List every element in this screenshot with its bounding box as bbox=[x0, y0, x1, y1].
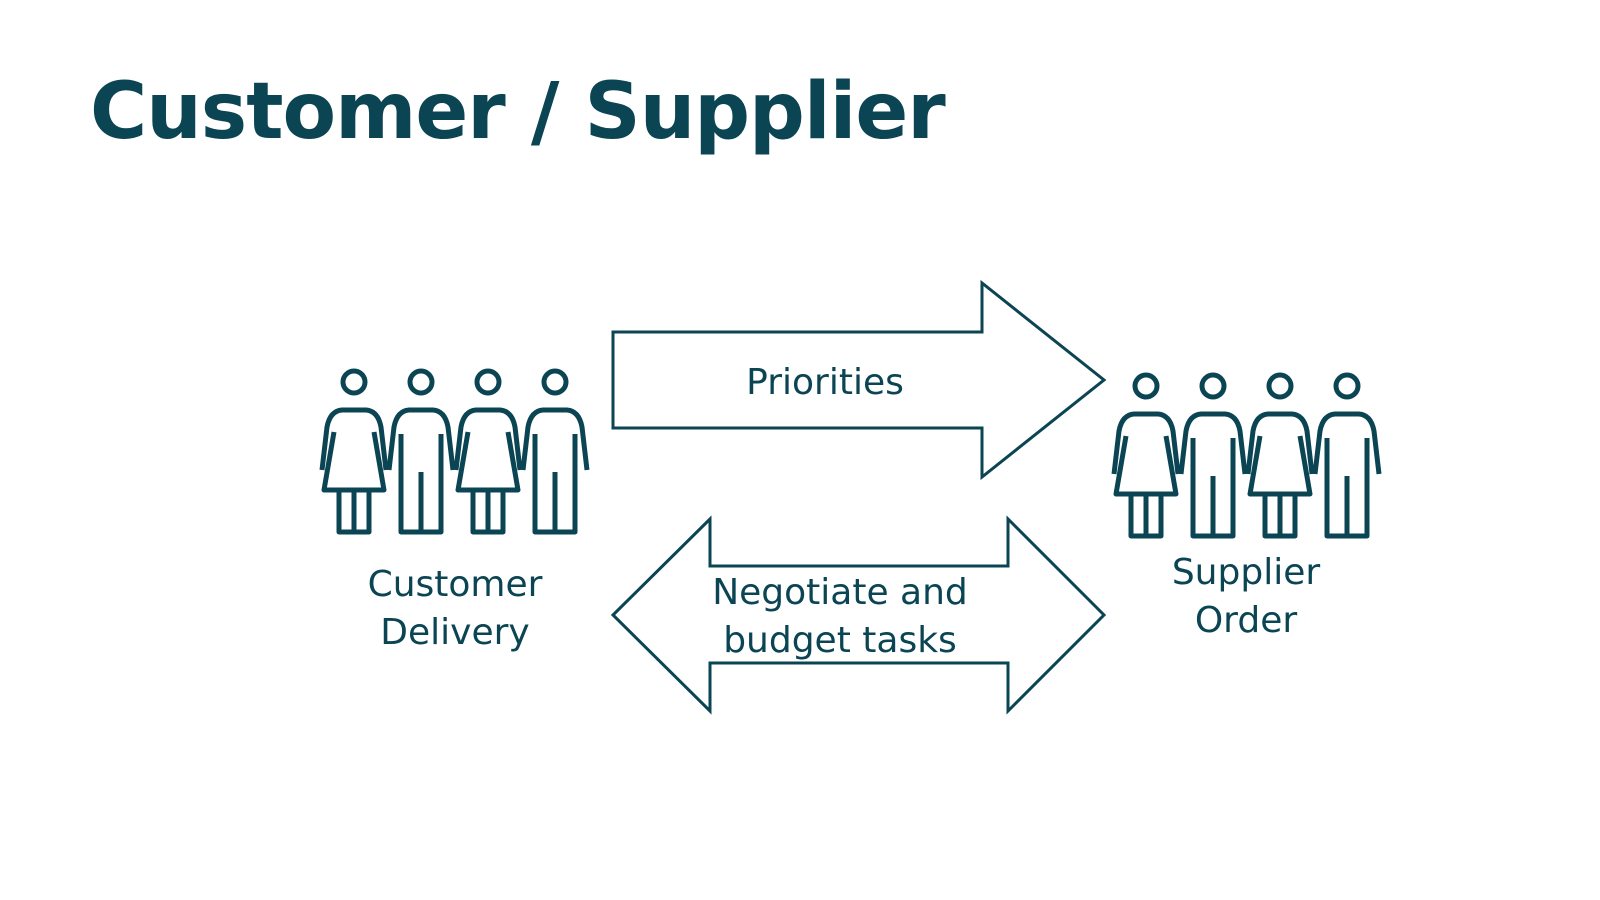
supplier-order-label: Supplier Order bbox=[1136, 549, 1356, 645]
customer-people-group-icon bbox=[322, 371, 587, 532]
priorities-arrow-icon bbox=[611, 279, 1107, 481]
person-male-icon bbox=[1181, 375, 1245, 536]
slide-title: Customer / Supplier bbox=[90, 67, 946, 157]
person-female-icon bbox=[456, 371, 520, 532]
negotiate-label-line1: Negotiate and bbox=[712, 572, 968, 613]
negotiate-label: Negotiate and budget tasks bbox=[690, 569, 990, 665]
person-female-icon bbox=[1114, 375, 1178, 536]
priorities-label: Priorities bbox=[700, 359, 950, 407]
customer-label-line1: Customer bbox=[367, 564, 543, 605]
negotiate-label-line2: budget tasks bbox=[723, 620, 957, 661]
supplier-people-group-icon bbox=[1114, 375, 1379, 536]
supplier-label-line1: Supplier bbox=[1171, 552, 1321, 593]
customer-label-line2: Delivery bbox=[380, 612, 530, 653]
person-male-icon bbox=[1315, 375, 1379, 536]
customer-delivery-label: Customer Delivery bbox=[340, 561, 570, 657]
priorities-label-text: Priorities bbox=[746, 362, 904, 403]
person-male-icon bbox=[389, 371, 453, 532]
person-female-icon bbox=[322, 371, 386, 532]
person-female-icon bbox=[1248, 375, 1312, 536]
person-male-icon bbox=[523, 371, 587, 532]
negotiate-double-arrow-icon bbox=[610, 515, 1107, 715]
supplier-label-line2: Order bbox=[1194, 600, 1298, 641]
